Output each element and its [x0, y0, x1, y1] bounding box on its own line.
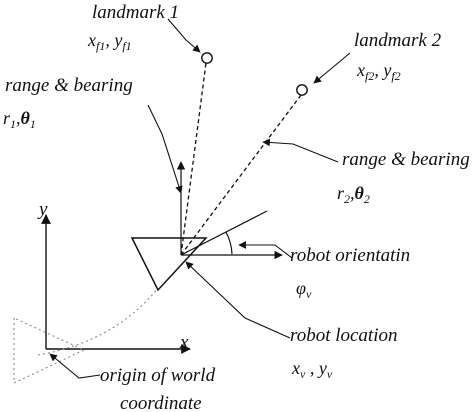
robot-heading-line [180, 210, 268, 256]
range-bearing-2-label: range & bearing [342, 149, 470, 170]
robot-orientation-label: robot orientatin [290, 245, 411, 266]
origin-label-line-1: origin of world [100, 365, 216, 386]
landmark-1-marker [201, 52, 213, 64]
origin-label-line-2: coordinate [120, 393, 202, 412]
landmark-2-label: landmark 2 [354, 30, 442, 51]
robot-triangle [130, 237, 208, 292]
robot-orientation-leader [238, 241, 293, 259]
robot-orientation-symbol: φv [296, 278, 312, 301]
landmark-2-coordinates: xf2, yf2 [357, 60, 401, 83]
world-y-axis-label: y [39, 199, 48, 220]
range-line-landmark-2 [180, 94, 302, 256]
robot-location-label: robot location [290, 325, 398, 346]
range-bearing-1-symbols: r1,θ1 [3, 108, 36, 131]
landmark-1-coordinates: xf1, yf1 [88, 30, 132, 53]
origin-leader [49, 353, 101, 379]
range-bearing-1-leader [147, 104, 183, 194]
robot-location-leader [185, 261, 291, 339]
orientation-angle-arc [225, 231, 233, 255]
range-bearing-2-symbols: r2,θ2 [337, 183, 370, 206]
landmark-2-leader [313, 52, 351, 84]
range-line-landmark-1 [180, 62, 207, 256]
world-x-axis-label: x [180, 332, 189, 353]
range-bearing-1-label: range & bearing [5, 75, 133, 96]
landmark-1-leader [167, 18, 201, 53]
range-bearing-2-leader [262, 138, 339, 163]
landmark-2-marker [296, 84, 308, 96]
robot-location-coordinates: xv , yv [292, 358, 333, 381]
landmark-1-label: landmark 1 [92, 2, 180, 23]
origin-robot-dotted-triangle [13, 317, 86, 384]
